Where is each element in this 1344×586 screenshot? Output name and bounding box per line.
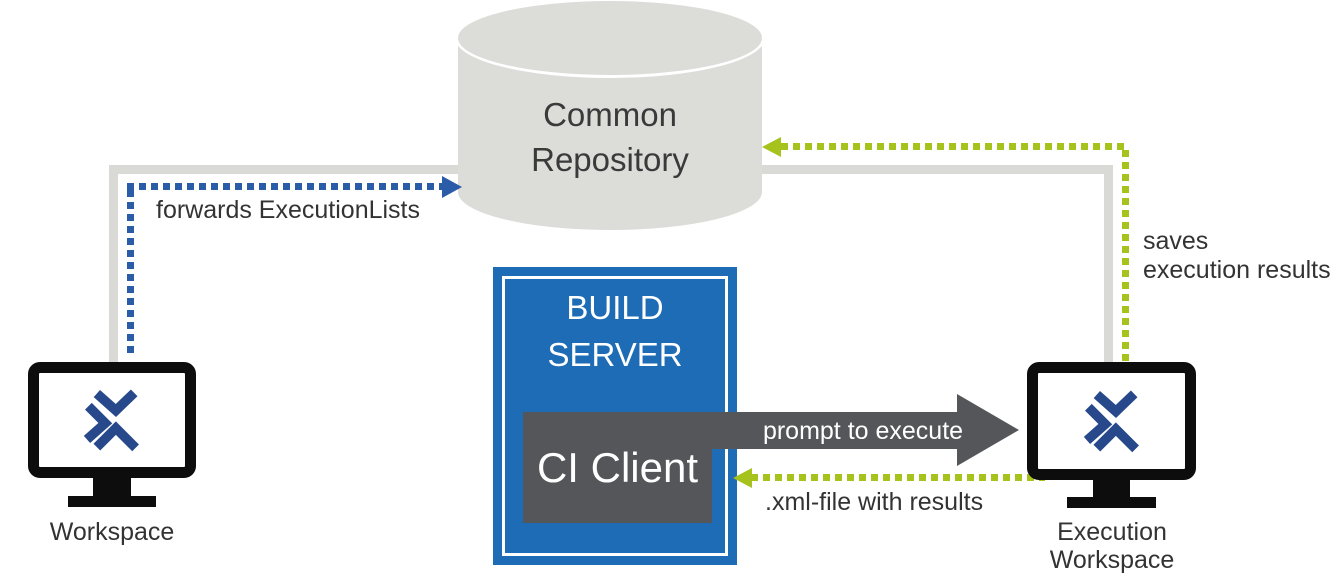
connector-left-horizontal bbox=[109, 165, 462, 174]
execution-workspace-monitor-icon bbox=[1027, 362, 1196, 480]
repository-label-line2: Repository bbox=[531, 141, 689, 178]
forwards-arrow-horizontal bbox=[127, 183, 442, 190]
prompt-arrow-body bbox=[700, 412, 957, 449]
green-arrowhead-xml-icon bbox=[733, 468, 752, 488]
xml-arrow-horizontal bbox=[751, 474, 1045, 481]
prompt-to-execute-label: prompt to execute bbox=[762, 417, 964, 445]
build-server-label-line2: SERVER bbox=[547, 336, 683, 373]
workspace-monitor-stand-base bbox=[68, 496, 156, 507]
x-logo-icon bbox=[83, 389, 139, 452]
workspace-monitor-stand-neck bbox=[93, 477, 131, 497]
blue-arrowhead-icon bbox=[442, 176, 462, 198]
repository-label-line1: Common bbox=[543, 96, 677, 133]
execution-workspace-label: Execution Workspace bbox=[1027, 518, 1197, 574]
forwards-executionlists-label: forwards ExecutionLists bbox=[156, 196, 421, 224]
build-server-label-line1: BUILD bbox=[566, 289, 664, 326]
workspace-monitor-icon bbox=[28, 362, 196, 478]
x-logo-icon bbox=[1083, 390, 1139, 453]
ci-client-node: CI Client bbox=[523, 412, 712, 523]
connector-right-horizontal bbox=[758, 165, 1113, 174]
saves-label-line1: saves bbox=[1143, 227, 1209, 255]
execution-workspace-label-line2: Workspace bbox=[1049, 546, 1175, 574]
execution-workspace-monitor-stand-neck bbox=[1093, 479, 1130, 498]
saves-arrow-vertical bbox=[1122, 150, 1129, 362]
saves-arrow-horizontal bbox=[781, 143, 1129, 150]
database-cylinder-top bbox=[455, 0, 765, 78]
green-arrowhead-saves-icon bbox=[762, 137, 781, 157]
workspace-label: Workspace bbox=[49, 518, 175, 546]
ci-client-label: CI Client bbox=[536, 443, 699, 491]
execution-workspace-label-line1: Execution bbox=[1057, 518, 1167, 546]
gray-arrowhead-icon bbox=[957, 394, 1019, 466]
saves-execution-results-label: saves execution results bbox=[1143, 227, 1331, 285]
forwards-arrow-vertical bbox=[127, 190, 134, 358]
connector-left-vertical bbox=[109, 165, 118, 362]
execution-workspace-monitor-stand-base bbox=[1067, 497, 1156, 508]
build-server-label: BUILD SERVER bbox=[493, 284, 737, 378]
saves-label-line2: execution results bbox=[1143, 256, 1331, 284]
connector-right-vertical bbox=[1104, 165, 1113, 362]
common-repository-node: Common Repository bbox=[458, 92, 762, 182]
xml-file-with-results-label: .xml-file with results bbox=[765, 488, 984, 516]
